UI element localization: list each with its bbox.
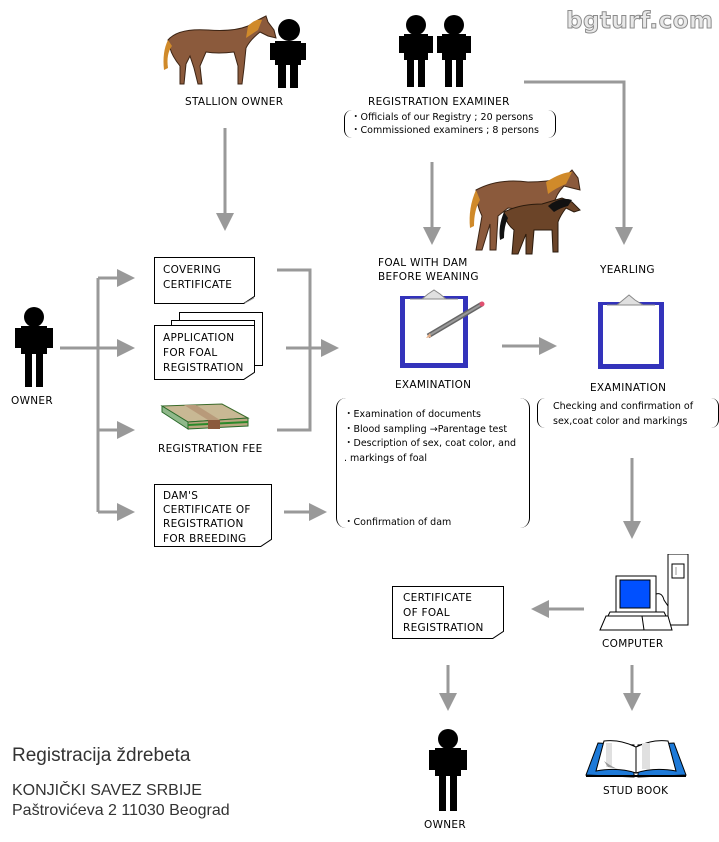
exam-note: ・Description of sex, coat color, and	[344, 438, 516, 449]
clipboard-pencil-icon	[400, 289, 485, 368]
application-doc: APPLICATION FOR FOAL REGISTRATION	[154, 325, 255, 380]
doc-line: APPLICATION	[163, 332, 235, 344]
exam-note: . markings of foal	[344, 453, 427, 464]
doc-line: REGISTRATION	[163, 518, 244, 531]
stud-book-icon	[585, 740, 687, 778]
dams-certificate-doc: DAM'S CERTIFICATE OF REGISTRATION FOR BR…	[154, 484, 272, 547]
registration-examiners-icon	[399, 15, 471, 87]
owner-bottom-person-icon	[429, 729, 467, 811]
doc-line: REGISTRATION	[163, 362, 244, 374]
yearling-label: YEARLING	[600, 264, 655, 276]
exam-note: ・Examination of documents	[344, 409, 481, 420]
doc-line: CERTIFICATE	[163, 278, 233, 291]
examiner-note: ・Commissioned examiners ; 8 persons	[351, 125, 539, 136]
computer-label: COMPUTER	[602, 638, 664, 650]
caption-address: Paštrovićeva 2 11030 Beograd	[12, 802, 230, 819]
page-fold-icon	[492, 631, 504, 639]
page-fold-icon	[243, 296, 255, 304]
stallion-with-owner-icon	[163, 15, 306, 88]
registration-examiner-label: REGISTRATION EXAMINER	[368, 96, 510, 108]
page-fold-icon	[243, 372, 255, 380]
owner-bottom-label: OWNER	[424, 819, 466, 831]
arrow-examiner-to-yearling	[524, 80, 633, 245]
owner-person-icon	[15, 307, 53, 387]
caption-organization: KONJIČKI SAVEZ SRBIJE	[12, 782, 202, 799]
exam-2-note: Checking and confirmation of	[553, 401, 694, 412]
examination-2-label: EXAMINATION	[590, 382, 667, 394]
page-fold-icon	[260, 539, 272, 547]
owner-label: OWNER	[11, 395, 53, 407]
certificate-of-foal-registration-doc: CERTIFICATE OF FOAL REGISTRATION	[392, 586, 504, 639]
doc-line: FOR FOAL	[163, 347, 218, 359]
exam-note: ・Blood sampling →Parentage test	[344, 424, 508, 435]
doc-line: REGISTRATION	[403, 622, 484, 634]
watermark: bgturf.com	[566, 8, 714, 35]
computer-icon	[599, 554, 689, 631]
money-stack-icon	[160, 403, 250, 430]
doc-line: CERTIFICATE OF	[163, 504, 251, 517]
caption-title: Registracija ždrebeta	[12, 745, 191, 766]
examination-1-notes-bracket	[336, 398, 530, 528]
registration-fee-label: REGISTRATION FEE	[158, 443, 263, 455]
covering-certificate-doc: COVERING CERTIFICATE	[154, 257, 255, 304]
examiner-note: ・Officials of our Registry ; 20 persons	[351, 112, 534, 123]
stallion-owner-label: STALLION OWNER	[185, 96, 284, 108]
doc-line: DAM'S	[163, 490, 199, 502]
doc-line: CERTIFICATE	[403, 592, 473, 604]
exam-note: ・Confirmation of dam	[344, 517, 452, 528]
clipboard-icon	[598, 294, 664, 369]
doc-line: OF FOAL	[403, 607, 450, 619]
examination-1-label: EXAMINATION	[395, 379, 472, 391]
exam-2-note: sex,coat color and markings	[553, 416, 688, 427]
foal-with-dam-label: BEFORE WEANING	[378, 271, 479, 283]
foal-with-dam-label: FOAL WITH DAM	[378, 257, 468, 269]
doc-line: COVERING	[163, 264, 222, 276]
examiner-notes-bracket	[344, 110, 556, 138]
mare-and-foal-icon	[469, 169, 581, 255]
stud-book-label: STUD BOOK	[603, 785, 669, 797]
doc-line: FOR BREEDING	[163, 532, 247, 545]
